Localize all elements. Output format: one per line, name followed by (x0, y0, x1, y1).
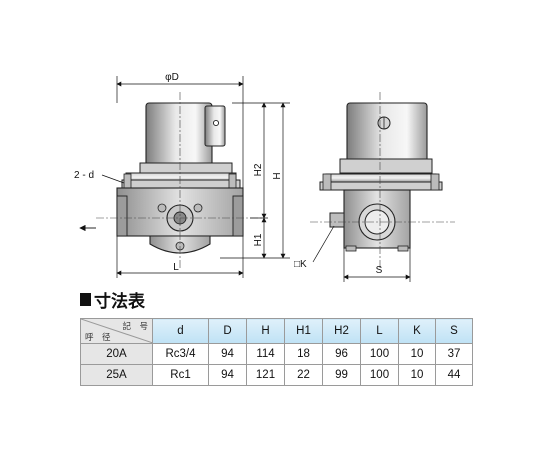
corner-size-label: 呼 径 (85, 331, 111, 342)
label-k: □K (294, 259, 307, 270)
table-cell: 10 (398, 364, 436, 386)
diagonal-line (81, 319, 153, 343)
valve-dimension-drawing: φD 2 - d H2 H H1 L □K S (74, 72, 455, 282)
table-cell: 96 (322, 343, 361, 365)
table-cell: 121 (246, 364, 285, 386)
header-d: d (152, 318, 209, 344)
header-H: H (246, 318, 285, 344)
table-cell: Rc3/4 (152, 343, 209, 365)
section-title-text: 寸法表 (94, 291, 145, 311)
table-cell: 94 (208, 364, 247, 386)
side-coil (346, 102, 428, 166)
table-cell: 114 (246, 343, 285, 365)
dimension-lines (116, 76, 411, 282)
corner-symbol-label: 記 号 (122, 321, 148, 331)
label-2-d: 2 - d (74, 170, 94, 181)
label-h2: H2 (253, 163, 264, 176)
table-row: 25A Rc1 94 121 22 99 100 10 44 (80, 364, 473, 386)
table-cell: 99 (322, 364, 361, 386)
side-hex-plug (329, 212, 345, 228)
row-label: 25A (80, 364, 153, 386)
table-cell: Rc1 (152, 364, 209, 386)
table-cell: 37 (435, 343, 473, 365)
label-h: H (272, 172, 283, 179)
table-header-row: 記 号 呼 径 d D H H1 H2 L K S (80, 318, 473, 344)
section-title: 寸法表 (80, 288, 145, 311)
table-cell: 22 (284, 364, 323, 386)
table-cell: 44 (435, 364, 473, 386)
front-view (79, 92, 262, 268)
black-square-icon (80, 292, 91, 306)
label-h1: H1 (253, 233, 264, 246)
header-H2: H2 (322, 318, 361, 344)
header-D: D (208, 318, 247, 344)
label-s: S (376, 265, 383, 276)
label-phi-d: φD (165, 72, 179, 83)
table-row: 20A Rc3/4 94 114 18 96 100 10 37 (80, 343, 473, 365)
table-cell: 10 (398, 343, 436, 365)
table-corner-cell: 記 号 呼 径 (80, 318, 153, 344)
label-l: L (173, 262, 179, 273)
table-cell: 100 (360, 364, 399, 386)
dimension-table: 記 号 呼 径 d D H H1 H2 L K S 20A Rc3/4 94 1… (80, 318, 473, 386)
table-cell: 100 (360, 343, 399, 365)
front-coil (145, 102, 213, 172)
header-S: S (435, 318, 473, 344)
side-view (310, 92, 455, 268)
front-terminal-box (204, 105, 226, 147)
header-H1: H1 (284, 318, 323, 344)
row-label: 20A (80, 343, 153, 365)
header-K: K (398, 318, 436, 344)
header-L: L (360, 318, 399, 344)
table-cell: 18 (284, 343, 323, 365)
table-cell: 94 (208, 343, 247, 365)
